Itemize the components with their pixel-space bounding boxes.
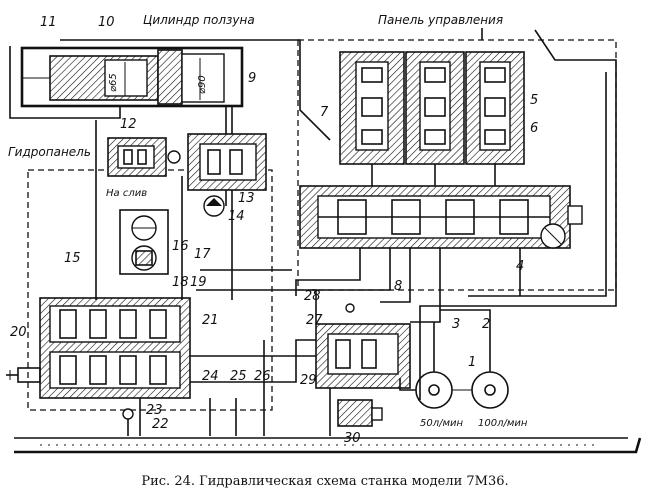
part-number-22: 22 xyxy=(152,417,169,432)
control-panel xyxy=(297,39,617,291)
label-flow100: 100л/мин xyxy=(478,418,528,429)
part-number-24: 24 xyxy=(202,369,219,384)
label-dia90: ⌀90 xyxy=(197,75,208,94)
part-number-8: 8 xyxy=(394,279,402,294)
part-number-2: 2 xyxy=(482,317,490,332)
part-number-21: 21 xyxy=(202,313,219,328)
part-number-13: 13 xyxy=(238,191,255,206)
part-number-9: 9 xyxy=(248,71,256,86)
label-flow50: 50л/мин xyxy=(420,418,464,429)
part-number-28: 28 xyxy=(304,289,321,304)
part-number-30: 30 xyxy=(344,431,361,446)
part-number-7: 7 xyxy=(320,105,329,120)
part-number-12: 12 xyxy=(120,117,137,132)
part-number-29: 29 xyxy=(300,373,317,388)
part-number-26: 26 xyxy=(254,369,271,384)
part-number-11: 11 xyxy=(40,15,57,30)
part-number-20: 20 xyxy=(10,325,27,340)
slider-cylinder xyxy=(20,46,244,108)
pumps xyxy=(415,371,509,409)
part-number-6: 6 xyxy=(530,121,538,136)
part-number-17: 17 xyxy=(194,247,211,262)
label-drain: На слив xyxy=(106,188,147,199)
part-number-5: 5 xyxy=(530,93,538,108)
label-dia65: ⌀65 xyxy=(108,73,119,92)
part-number-10: 10 xyxy=(98,15,115,30)
part-number-18: 18 xyxy=(172,275,189,290)
part-number-1: 1 xyxy=(468,355,476,370)
part-number-16: 16 xyxy=(172,239,189,254)
label-slider-cylinder: Цилиндр ползуна xyxy=(143,13,255,27)
part-number-19: 19 xyxy=(190,275,207,290)
label-hydropanel: Гидропанель xyxy=(8,145,91,159)
part-number-4: 4 xyxy=(516,259,524,274)
hydropanel xyxy=(6,133,273,420)
valve-29 xyxy=(315,303,411,427)
label-control-panel: Панель управления xyxy=(378,13,503,27)
part-number-27: 27 xyxy=(306,313,323,328)
part-number-23: 23 xyxy=(146,403,163,418)
part-number-25: 25 xyxy=(230,369,247,384)
part-number-3: 3 xyxy=(452,317,460,332)
part-number-14: 14 xyxy=(228,209,245,224)
piping xyxy=(9,28,642,454)
part-number-15: 15 xyxy=(64,251,81,266)
figure-caption: Рис. 24. Гидравлическая схема станка мод… xyxy=(141,474,509,489)
